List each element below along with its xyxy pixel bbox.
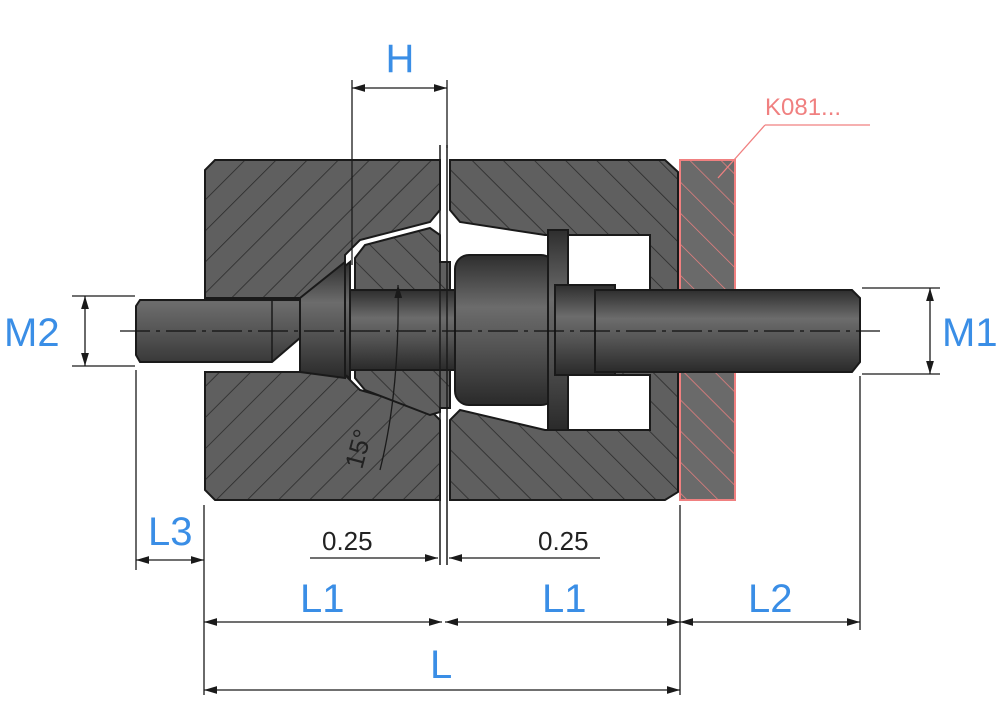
- label-m2: M2: [4, 311, 60, 355]
- label-part-ref: K081...: [765, 94, 841, 121]
- label-l1-left: L1: [300, 577, 345, 621]
- angle-arc: [379, 284, 403, 471]
- center-shaft: [349, 229, 569, 431]
- label-gap-left: 0.25: [322, 526, 373, 556]
- label-h: H: [386, 37, 415, 81]
- bolt-m2: [135, 259, 351, 380]
- split-gap: [439, 145, 448, 565]
- ref-leader: [717, 124, 766, 179]
- bolt-m1: [554, 284, 861, 376]
- extension-lines: [135, 370, 861, 695]
- label-l2: L2: [748, 577, 793, 621]
- label-l: L: [430, 643, 452, 687]
- label-m1: M1: [942, 311, 998, 355]
- label-l1-right: L1: [542, 577, 587, 621]
- label-l3: L3: [148, 510, 193, 554]
- label-gap-right: 0.25: [538, 526, 589, 556]
- dim-m1: [862, 287, 940, 375]
- dim-h: [351, 80, 448, 265]
- dim-m2: [72, 295, 135, 367]
